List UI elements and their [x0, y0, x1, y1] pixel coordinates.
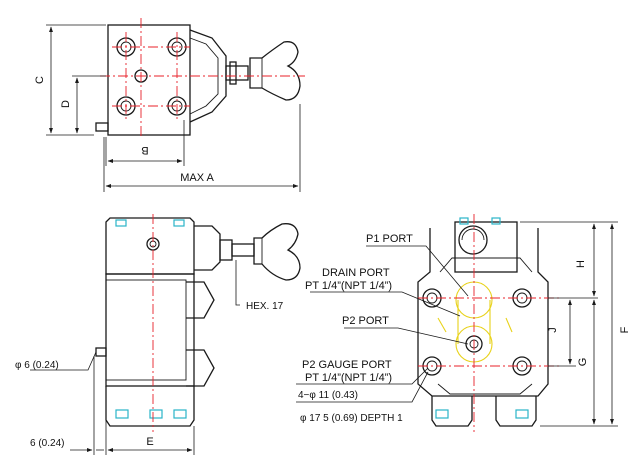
label-drain-port: DRAIN PORT [322, 267, 390, 279]
label-drain-thread: PT 1/4”(NPT 1/4”) [305, 280, 392, 292]
dim-d: D [60, 100, 72, 108]
label-hex: HEX. 17 [246, 301, 284, 312]
front-view: H J F G P1 PORT DRAIN PORT PT 1/4”(NPT 1… [296, 214, 631, 432]
dim-h: H [575, 260, 587, 268]
dim-e: E [146, 436, 153, 448]
dim-max-a: MAX A [180, 172, 214, 184]
dim-b: B [141, 144, 148, 156]
label-p2-gauge-port: P2 GAUGE PORT [302, 359, 392, 371]
label-p1-port: P1 PORT [366, 233, 413, 245]
label-gauge-thread: PT 1/4”(NPT 1/4”) [305, 372, 392, 384]
label-counterbore: φ 17 5 (0.69) DEPTH 1 [300, 413, 403, 424]
top-view: C D B MAX A [34, 18, 305, 192]
side-view: HEX. 17 φ 6 (0.24) 6 (0.24) E [15, 214, 301, 455]
label-six: 6 (0.24) [30, 438, 64, 449]
dim-g: G [577, 358, 589, 367]
dim-c: C [34, 76, 46, 84]
label-p2-port: P2 PORT [342, 315, 389, 327]
label-phi6: φ 6 (0.24) [15, 360, 59, 371]
dim-f: F [619, 326, 631, 333]
dim-j: J [547, 327, 559, 333]
label-holes: 4−φ 11 (0.43) [298, 390, 358, 401]
